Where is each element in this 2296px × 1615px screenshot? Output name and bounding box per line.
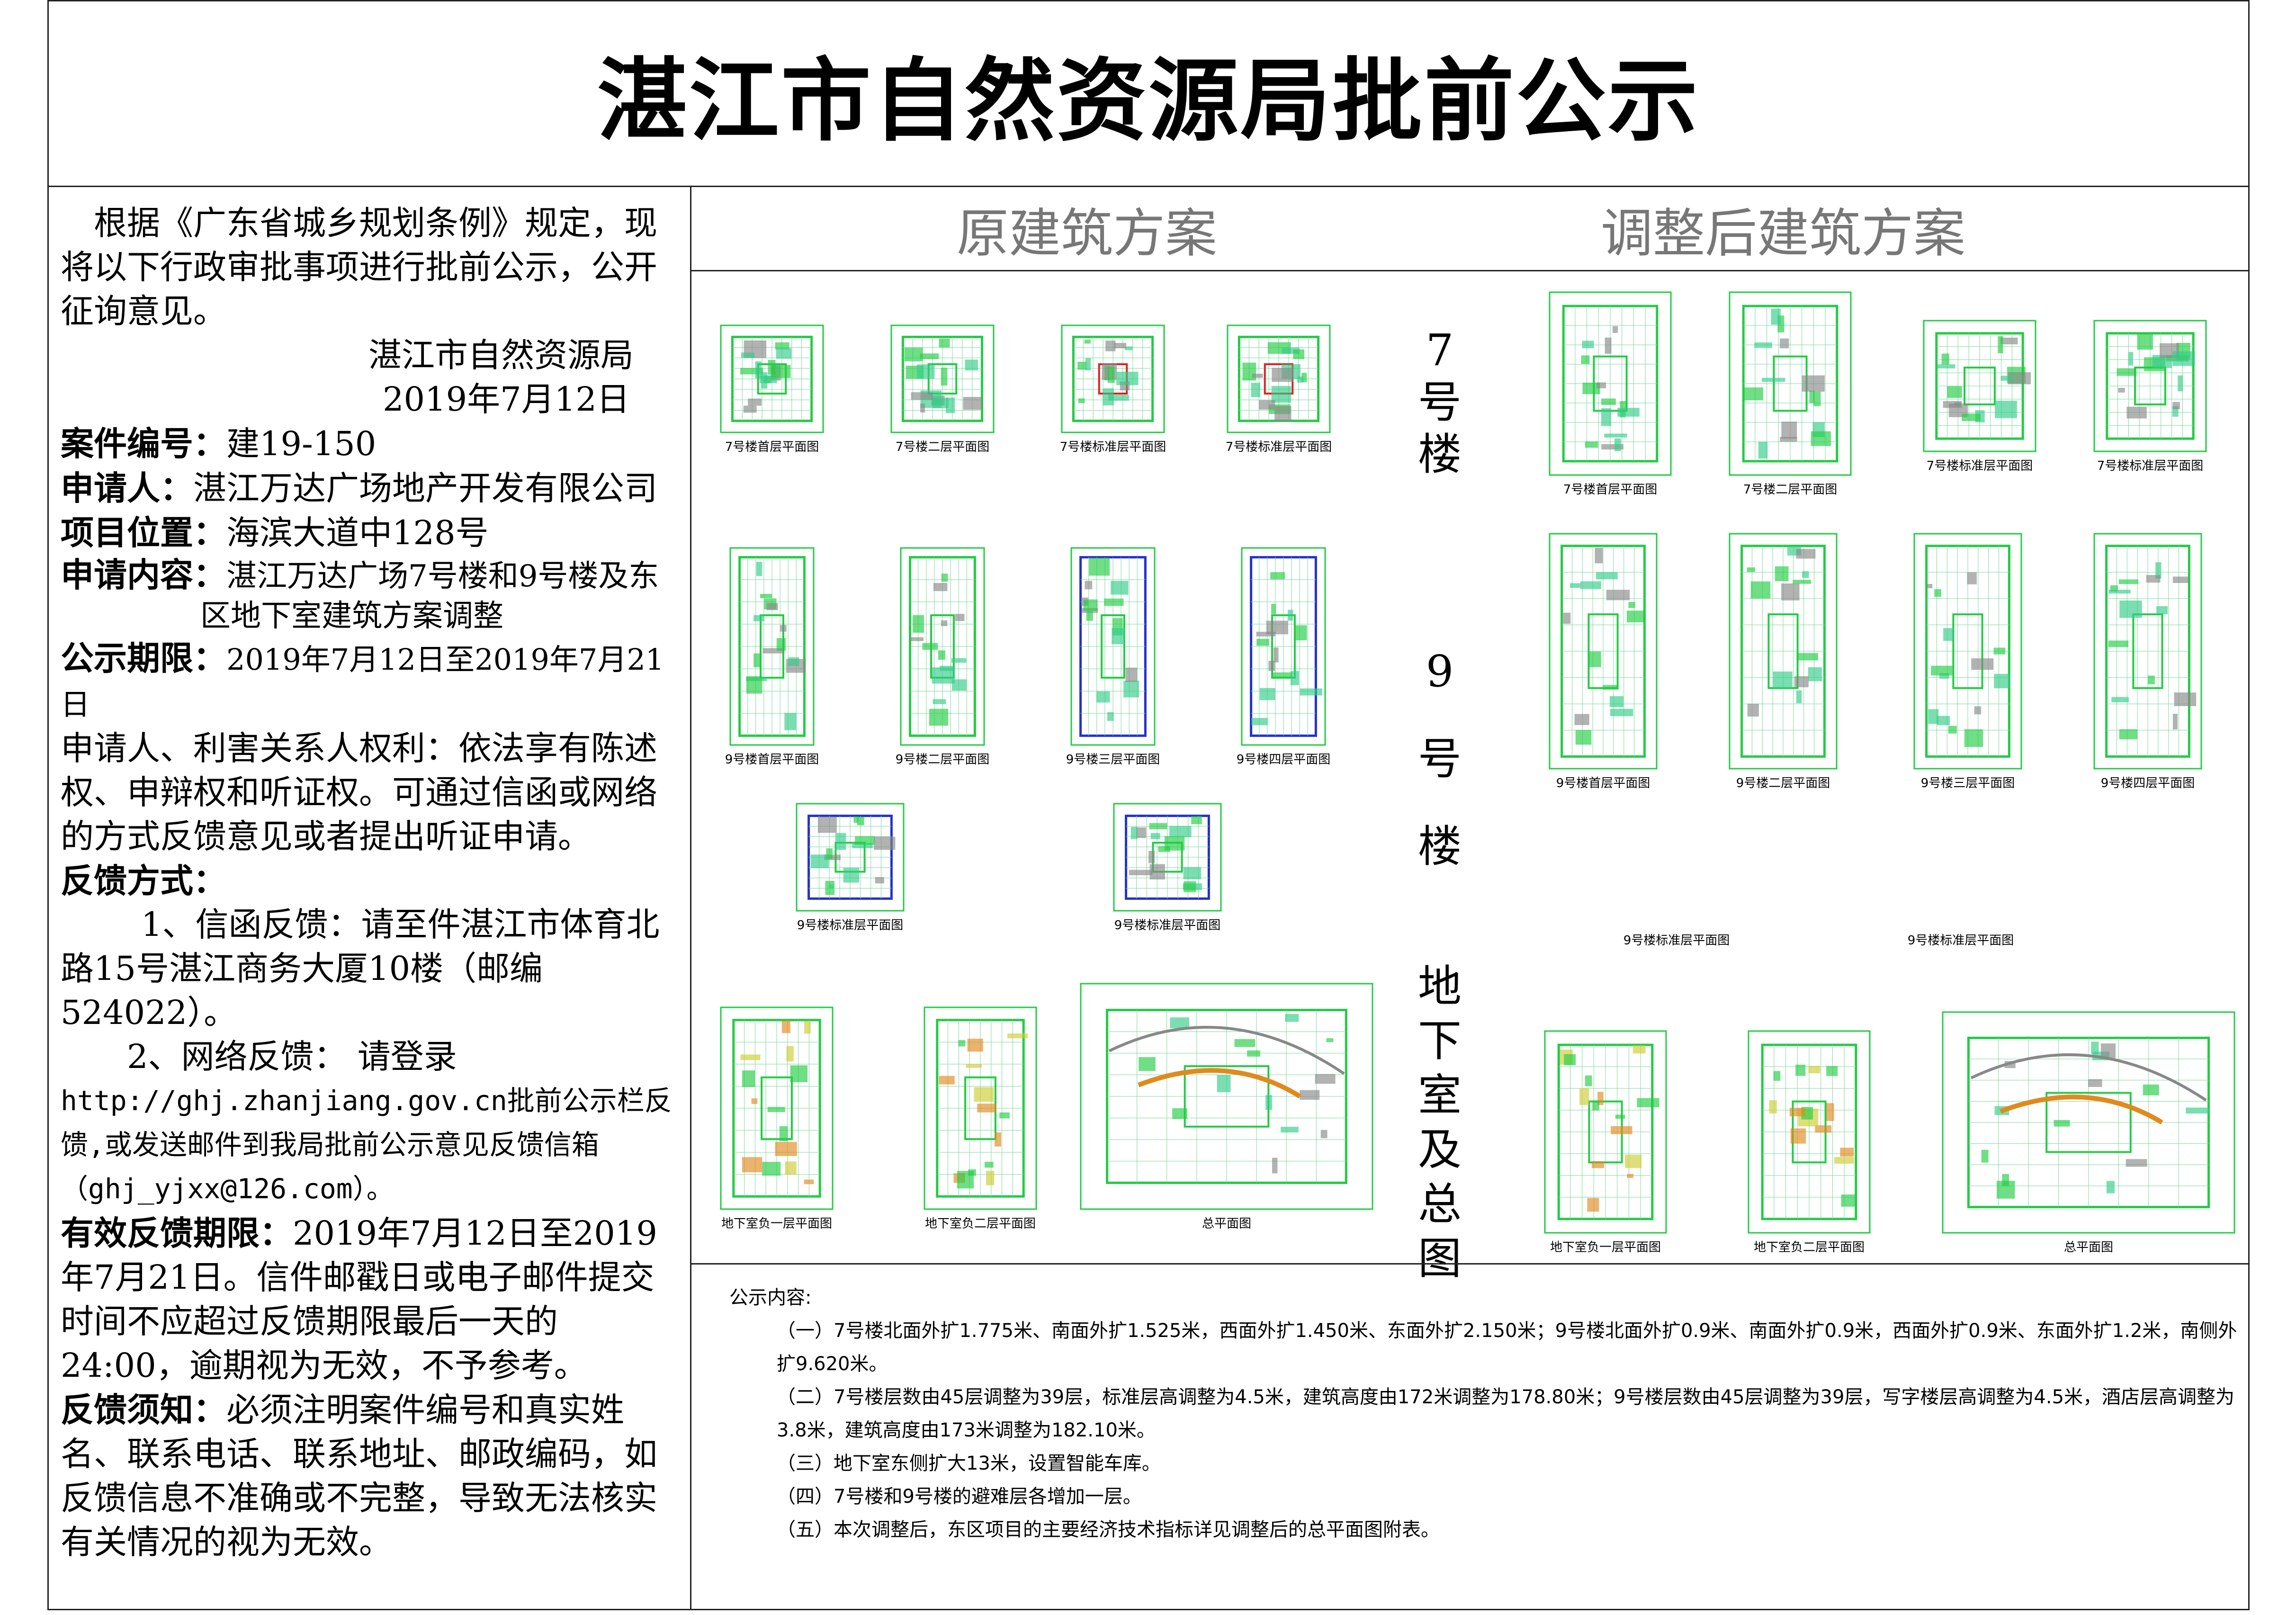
floor-plan-caption: 7号楼标准层平面图 [2097, 459, 2204, 473]
floor-plan-caption: 9号楼标准层平面图 [797, 918, 904, 933]
header-divider [691, 270, 2250, 271]
period-label: 公示期限： [61, 638, 226, 678]
floor-plan-drawing [890, 324, 995, 433]
floor-plan-caption: 总平面图 [2063, 1240, 2113, 1255]
period: 2019年7月12日至2019年7月21日 [61, 642, 664, 722]
location-label: 项目位置： [61, 513, 226, 552]
applicant: 湛江万达广场地产开发有限公司 [193, 469, 657, 508]
floor-plan-caption: 总平面图 [1202, 1217, 1251, 1231]
floor-plan-drawing [796, 803, 905, 912]
floor-plan-drawing [2093, 533, 2202, 770]
floor-plan-drawing [1549, 533, 1658, 770]
notice-item: （三）地下室东侧扩大13米，设置智能车库。 [777, 1453, 1161, 1474]
feedback-label: 反馈方式： [61, 861, 226, 900]
floor-plan-drawing [1544, 1030, 1667, 1234]
notice-heading: 公示内容: [729, 1287, 812, 1309]
drawings-area: 原建筑方案 调整后建筑方案 7号楼 9号楼 地下室及总图 7号楼首层平面图 7号楼… [691, 187, 2250, 1610]
feedback-online-detail: http://ghj.zhanjiang.gov.cn批前公示栏反馈,或发送邮件… [61, 1085, 672, 1205]
side-label-building-9: 9号楼 [1417, 646, 1462, 872]
period-row: 公示期限：2019年7月12日至2019年7月21日 [61, 636, 677, 727]
floor-plan-caption: 9号楼二层平面图 [895, 753, 990, 767]
floor-plan-drawing [1113, 803, 1222, 912]
content-label: 申请内容： [61, 555, 226, 594]
floor-plan-drawing [1729, 533, 1838, 770]
feedback-letter: 1、信函反馈：请至件湛江市体育北路15号湛江商务大厦10楼（邮编524022）。 [61, 905, 660, 1032]
case-number: 建19-150 [226, 424, 377, 463]
document-frame [47, 0, 2250, 1610]
floor-plan-drawing [729, 547, 815, 746]
floor-plan-caption: 9号楼四层平面图 [2100, 776, 2195, 790]
floor-plan-caption: 7号楼二层平面图 [895, 440, 990, 454]
notice-item: （四）7号楼和9号楼的避难层各增加一层。 [777, 1486, 1142, 1507]
valid-period: 2019年7月12日至2019年7月21日。信件邮戳日或电子邮件提交时间不应超过… [61, 1214, 657, 1385]
floor-plan-drawing [1061, 324, 1165, 433]
floor-plan-caption: 7号楼首层平面图 [725, 440, 819, 454]
floor-plan-drawing [900, 547, 985, 746]
floor-plan-caption: 9号楼三层平面图 [1920, 776, 2015, 790]
page-title: 湛江市自然资源局批前公示 [47, 0, 2250, 187]
floor-plan-drawing [2093, 320, 2207, 452]
floor-plan-drawing [1070, 547, 1156, 746]
notes: 必须注明案件编号和真实姓名、联系电话、联系地址、邮政编码，如反馈信息不准确或不完… [61, 1391, 657, 1561]
issuer: 湛江市自然资源局 [368, 336, 634, 375]
floor-plan-caption: 9号楼首层平面图 [725, 753, 819, 767]
floor-plan-caption: 9号楼四层平面图 [1236, 753, 1331, 767]
header-adjusted-scheme: 调整后建筑方案 [1601, 203, 1965, 264]
location-row: 项目位置：海滨大道中128号 [61, 511, 677, 555]
side-label-building-7: 7号楼 [1417, 325, 1462, 480]
notice-item: （二）7号楼层数由45层调整为39层，标准层高调整为4.5米，建筑高度由172米… [777, 1386, 2235, 1441]
rights-text: 申请人、利害关系人权利：依法享有陈述权、申辩权和听证权。可通过信函或网络的方式反… [61, 729, 657, 856]
floor-plan-caption: 7号楼标准层平面图 [1059, 440, 1166, 454]
floor-plan-caption: 地下室负二层平面图 [1753, 1240, 1865, 1255]
floor-plan-caption: 9号楼二层平面图 [1736, 776, 1830, 790]
floor-plan-drawing [1549, 291, 1672, 476]
floor-plan-drawing [720, 1006, 834, 1210]
feedback-online: 2、网络反馈： 请登录 [127, 1037, 457, 1076]
notice-text-column: 根据《广东省城乡规划条例》规定，现将以下行政审批事项进行批前公示，公开征询意见。… [47, 187, 691, 1610]
floor-plan-drawing [1729, 291, 1852, 476]
floor-plan-drawing [720, 324, 824, 433]
floor-plan-drawing [1080, 983, 1373, 1210]
notice-content: 公示内容: （一）7号楼北面外扩1.775米、南面外扩1.525米，西面外扩1.… [729, 1281, 2240, 1546]
floor-plan-caption: 9号楼首层平面图 [1556, 776, 1650, 790]
floor-plan-caption: 9号楼标准层平面图 [1907, 933, 2014, 948]
floor-plan-caption: 地下室负二层平面图 [924, 1217, 1036, 1231]
floor-plan-caption: 7号楼二层平面图 [1743, 483, 1838, 497]
notes-label: 反馈须知： [61, 1390, 226, 1429]
floor-plan-drawing [924, 1006, 1037, 1210]
floor-plan-caption: 7号楼首层平面图 [1563, 483, 1658, 497]
valid-period-label: 有效反馈期限： [61, 1213, 293, 1253]
applicant-label: 申请人： [61, 468, 193, 508]
floor-plan-caption: 9号楼三层平面图 [1066, 753, 1160, 767]
floor-plan-drawing [1913, 533, 2022, 770]
floor-plan-drawing [1942, 1011, 2235, 1234]
floor-plan-caption: 9号楼标准层平面图 [1114, 918, 1221, 933]
valid-period-row: 有效反馈期限：2019年7月12日至2019年7月21日。信件邮戳日或电子邮件提… [61, 1211, 677, 1388]
notes-row: 反馈须知：必须注明案件编号和真实姓名、联系电话、联系地址、邮政编码，如反馈信息不… [61, 1388, 677, 1564]
case-number-row: 案件编号：建19-150 [61, 422, 677, 466]
notice-divider [691, 1263, 2250, 1265]
header-original-scheme: 原建筑方案 [957, 203, 1217, 264]
floor-plan-drawing [1241, 547, 1326, 746]
floor-plan-drawing [1227, 324, 1331, 433]
floor-plan-drawing [1923, 320, 2036, 452]
applicant-row: 申请人：湛江万达广场地产开发有限公司 [61, 466, 677, 511]
notice-item: （五）本次调整后，东区项目的主要经济技术指标详见调整后的总平面图附表。 [777, 1519, 1440, 1541]
floor-plan-caption: 7号楼标准层平面图 [1225, 440, 1332, 454]
intro-text: 根据《广东省城乡规划条例》规定，现将以下行政审批事项进行批前公示，公开征询意见。 [61, 204, 657, 331]
notice-item: （一）7号楼北面外扩1.775米、南面外扩1.525米，西面外扩1.450米、东… [777, 1320, 2237, 1375]
issue-date: 2019年7月12日 [383, 380, 630, 419]
floor-plan-caption: 9号楼标准层平面图 [1623, 933, 1730, 948]
content-row: 申请内容：湛江万达广场7号楼和9号楼及东区地下室建筑方案调整 [61, 555, 677, 636]
application-content: 湛江万达广场7号楼和9号楼及东区地下室建筑方案调整 [200, 559, 659, 634]
side-label-basement-site: 地下室及总图 [1417, 961, 1462, 1284]
case-number-label: 案件编号： [61, 424, 226, 463]
floor-plan-caption: 地下室负一层平面图 [721, 1217, 832, 1231]
location: 海滨大道中128号 [226, 513, 489, 552]
floor-plan-caption: 7号楼标准层平面图 [1926, 459, 2033, 473]
floor-plan-drawing [1748, 1030, 1871, 1234]
floor-plan-caption: 地下室负一层平面图 [1550, 1240, 1661, 1255]
